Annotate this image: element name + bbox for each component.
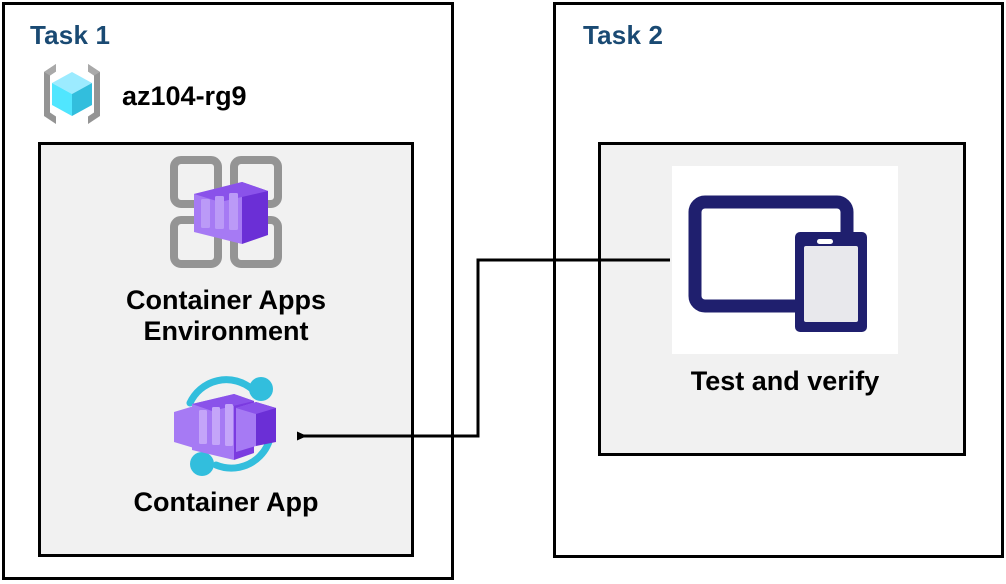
test-and-verify-label: Test and verify: [690, 366, 880, 396]
container-app-node: Container App: [38, 372, 414, 518]
container-apps-environment-label: Container Apps Environment: [125, 285, 326, 347]
resource-group-label: az104-rg9: [122, 81, 247, 111]
resource-group-icon: [36, 58, 108, 135]
container-apps-environment-icon: [164, 150, 288, 279]
container-apps-environment-node: Container Apps Environment: [38, 150, 414, 347]
test-and-verify-tile: [672, 166, 898, 354]
task-1-title: Task 1: [30, 20, 111, 50]
test-and-verify-devices-icon: [687, 178, 883, 343]
container-app-icon: [164, 372, 288, 481]
resource-group-row: az104-rg9: [36, 58, 247, 135]
task-2-title: Task 2: [583, 20, 664, 50]
test-and-verify-node: Test and verify: [640, 166, 930, 397]
container-app-label: Container App: [133, 487, 319, 517]
